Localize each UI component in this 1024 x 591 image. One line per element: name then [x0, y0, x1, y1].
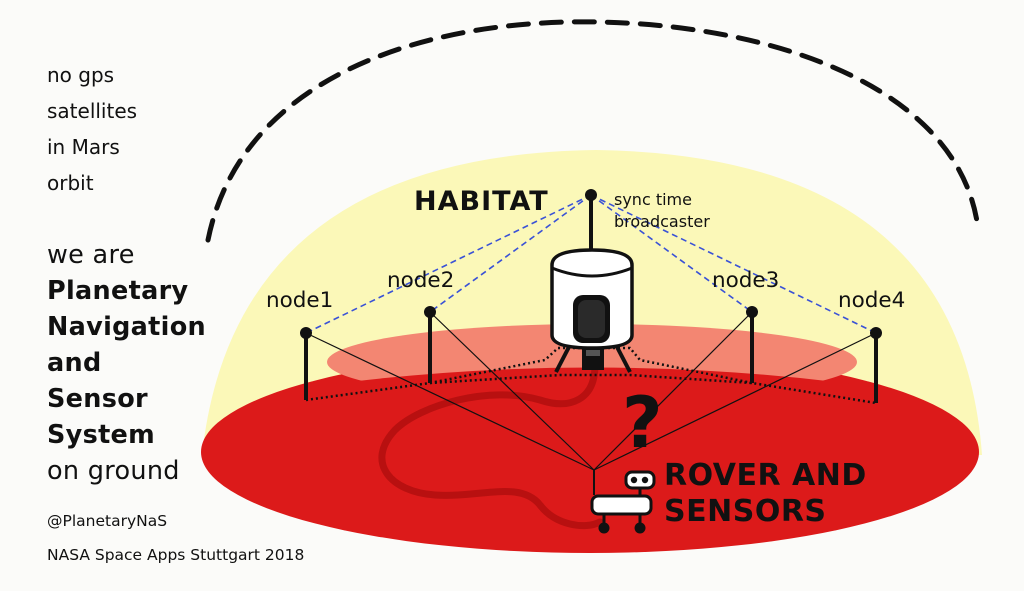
orbit-note-line-1: no gps — [47, 63, 115, 87]
orbit-arc — [205, 19, 981, 243]
rover-path — [378, 361, 604, 530]
sync-links — [305, 194, 877, 334]
perimeter-dotted — [305, 373, 877, 405]
sync-caption: sync time broadcaster — [614, 189, 744, 233]
habitat-title: HABITAT — [414, 186, 549, 217]
title-line-2: Navigation — [47, 312, 206, 342]
node4-label: node4 — [838, 288, 906, 313]
intro-on-ground: on ground — [47, 456, 180, 486]
node3-pole — [746, 306, 758, 383]
rover-icon — [590, 470, 656, 534]
node1-pole — [300, 327, 312, 400]
orbit-note-line-2: satellites — [47, 99, 138, 123]
sync-caption-line-2: broadcaster — [614, 212, 710, 231]
orbit-note-line-3: in Mars — [47, 135, 120, 159]
node1-label: node1 — [266, 288, 334, 313]
node3-label: node3 — [712, 268, 780, 293]
habitat-icon — [550, 189, 634, 373]
rover-title: ROVER AND SENSORS — [664, 458, 867, 530]
sync-caption-line-1: sync time — [614, 190, 692, 209]
intro-we-are: we are — [47, 240, 135, 270]
unknown-position-mark: ? — [622, 382, 663, 464]
node2-pole — [424, 306, 436, 383]
rover-title-line-1: ROVER AND — [664, 458, 867, 493]
event-credit: NASA Space Apps Stuttgart 2018 — [47, 546, 305, 564]
rover-title-line-2: SENSORS — [664, 494, 827, 529]
ranging-links — [305, 311, 877, 471]
node2-label: node2 — [387, 268, 455, 293]
title-line-1: Planetary — [47, 276, 189, 306]
title-line-4: Sensor — [47, 384, 148, 414]
title-line-5: System — [47, 420, 156, 450]
title-line-3: and — [47, 348, 102, 378]
orbit-note-line-4: orbit — [47, 171, 94, 195]
node4-pole — [870, 327, 882, 403]
twitter-handle: @PlanetaryNaS — [47, 512, 168, 530]
